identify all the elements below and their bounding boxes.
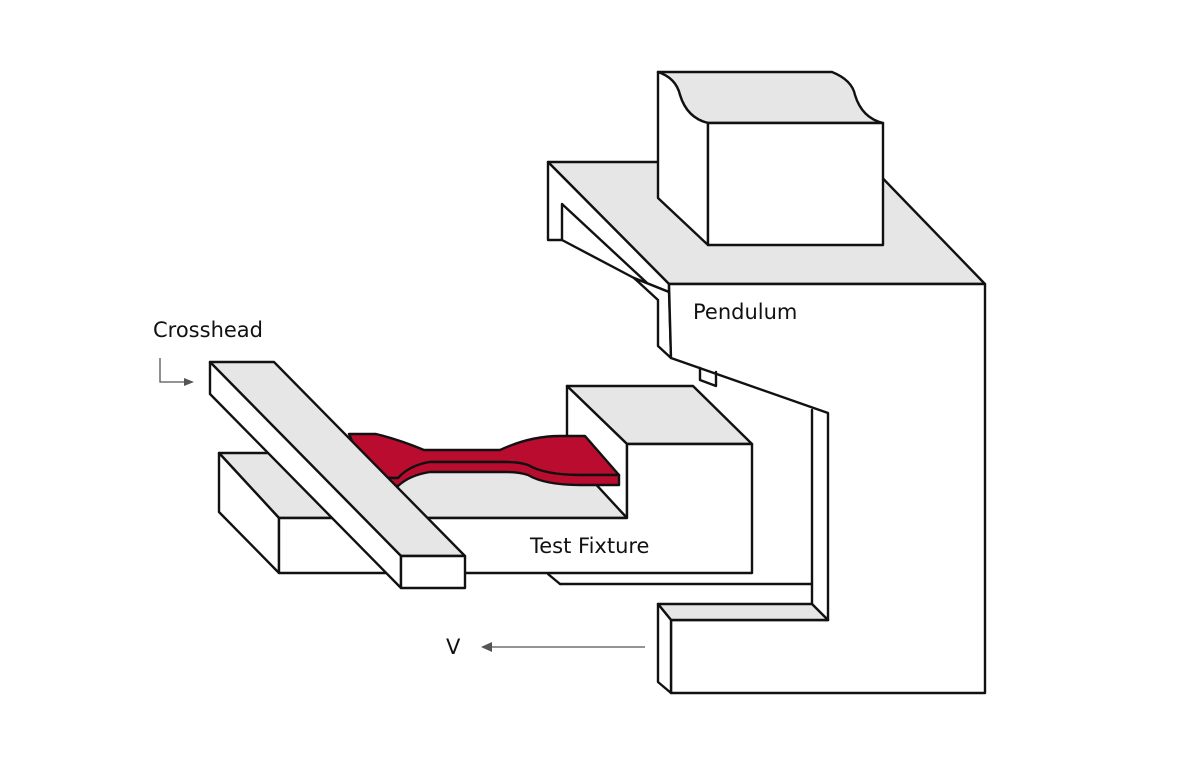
crosshead-label: Crosshead [153, 318, 263, 342]
pendulum-bevel [632, 276, 673, 360]
specimen [347, 432, 621, 488]
pendulum [546, 70, 987, 695]
pendulum-lower-jaw-side [656, 602, 673, 695]
pendulum-striker-block [656, 70, 885, 247]
crosshead-pointer-arrow [159, 358, 194, 386]
pendulum-label: Pendulum [693, 300, 798, 324]
velocity-label: V [446, 635, 461, 659]
velocity-arrow [481, 642, 645, 652]
crosshead-end [399, 554, 467, 590]
pendulum-lower-jaw-top [656, 602, 830, 622]
test-fixture-label: Test Fixture [530, 534, 650, 558]
crosshead [208, 360, 467, 590]
specimen-edge [366, 460, 621, 488]
